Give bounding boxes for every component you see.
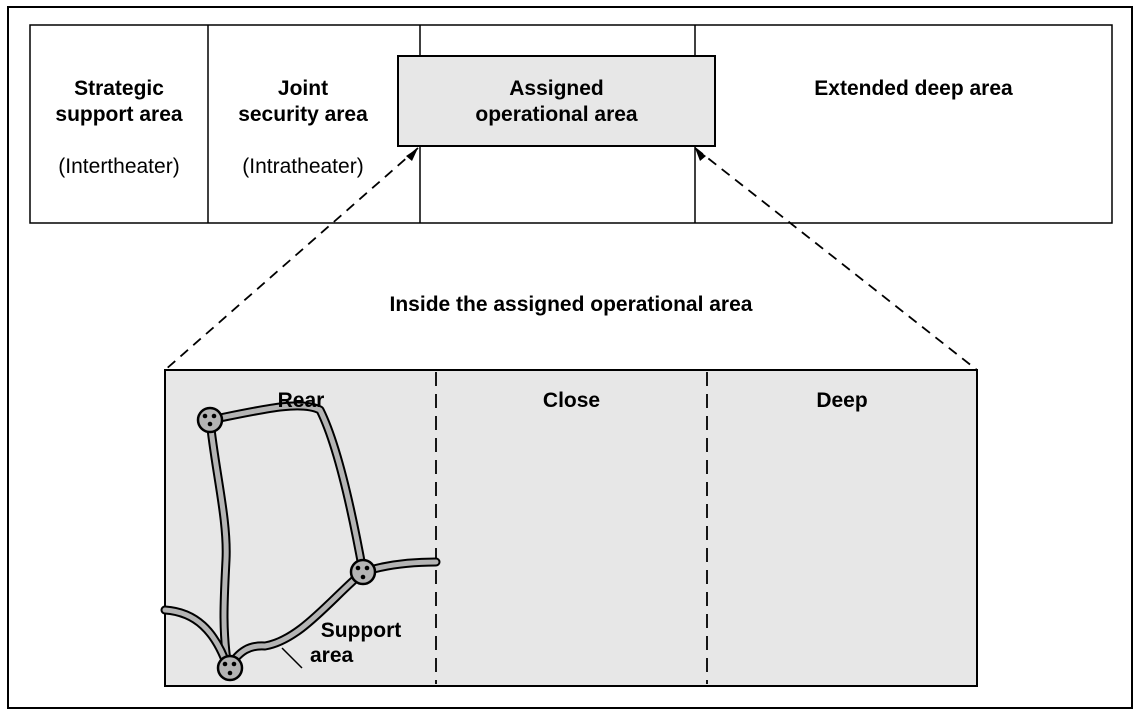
support-area-leader (281, 647, 303, 669)
road-junction-node (349, 558, 377, 586)
assigned-operational-area-title: Assigned operational area (475, 77, 638, 126)
road-junction-node (196, 406, 224, 434)
assigned-area-box (397, 55, 716, 147)
support-road-network (160, 401, 441, 673)
zoom-arrow-left (406, 148, 418, 161)
zoom-arrow-right (695, 148, 706, 161)
joint-security-area-subtitle: (Intratheater) (242, 155, 364, 178)
strategic-support-area-subtitle: (Intertheater) (58, 155, 180, 178)
extended-deep-area-title: Extended deep area (814, 77, 1013, 100)
close-label: Close (542, 389, 601, 412)
zoom-line-left (164, 147, 419, 371)
inset-title: Inside the assigned operational area (389, 293, 753, 316)
strategic-support-area-title: Strategic support area (55, 77, 183, 126)
zoom-line-right (694, 147, 978, 371)
deep-label: Deep (816, 389, 868, 412)
joint-security-area-title: Joint security area (238, 77, 368, 126)
road-junction-node (216, 654, 244, 682)
rear-label: Rear (277, 389, 325, 412)
support-area-label: Support area (310, 619, 402, 667)
